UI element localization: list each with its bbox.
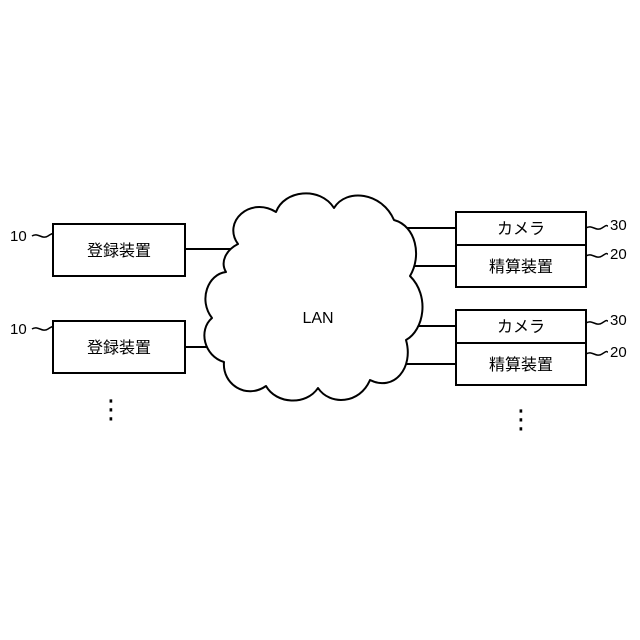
- leader-line-30-b: [586, 321, 608, 325]
- registration-device-2-label: 登録装置: [87, 338, 151, 357]
- reference-number-20-b: 20: [610, 344, 627, 361]
- reference-number-10-a: 10: [10, 228, 27, 245]
- leader-line-20-b: [586, 352, 608, 356]
- leader-line-30-a: [586, 226, 608, 230]
- settlement-device-2-label: 精算装置: [489, 355, 553, 374]
- registration-device-2: 登録装置: [53, 321, 185, 373]
- camera-2-label: カメラ: [497, 317, 545, 336]
- lan-label: LAN: [302, 310, 333, 327]
- leader-line-20-a: [586, 254, 608, 258]
- registration-device-1-label: 登録装置: [87, 241, 151, 260]
- settlement-unit-1: カメラ 精算装置: [456, 212, 586, 287]
- registration-device-2-reference: 10: [10, 321, 53, 338]
- camera-1-label: カメラ: [497, 219, 545, 238]
- lan-cloud-shape: [204, 193, 422, 400]
- leader-line-10-b: [32, 327, 53, 330]
- reference-number-30-b: 30: [610, 312, 627, 329]
- reference-number-10-b: 10: [10, 321, 27, 338]
- registration-device-1: 登録装置: [53, 224, 185, 276]
- left-continuation-dots: ⋮: [98, 395, 124, 425]
- settlement-unit-2-references: 30 20: [586, 312, 627, 361]
- registration-device-1-reference: 10: [10, 228, 53, 245]
- settlement-unit-1-references: 30 20: [586, 217, 627, 263]
- reference-number-30-a: 30: [610, 217, 627, 234]
- right-continuation-dots: ⋮: [508, 405, 534, 435]
- reference-number-20-a: 20: [610, 246, 627, 263]
- settlement-unit-2: カメラ 精算装置: [456, 310, 586, 385]
- settlement-device-1-label: 精算装置: [489, 257, 553, 276]
- leader-line-10-a: [32, 234, 53, 237]
- lan-cloud: LAN: [204, 193, 422, 400]
